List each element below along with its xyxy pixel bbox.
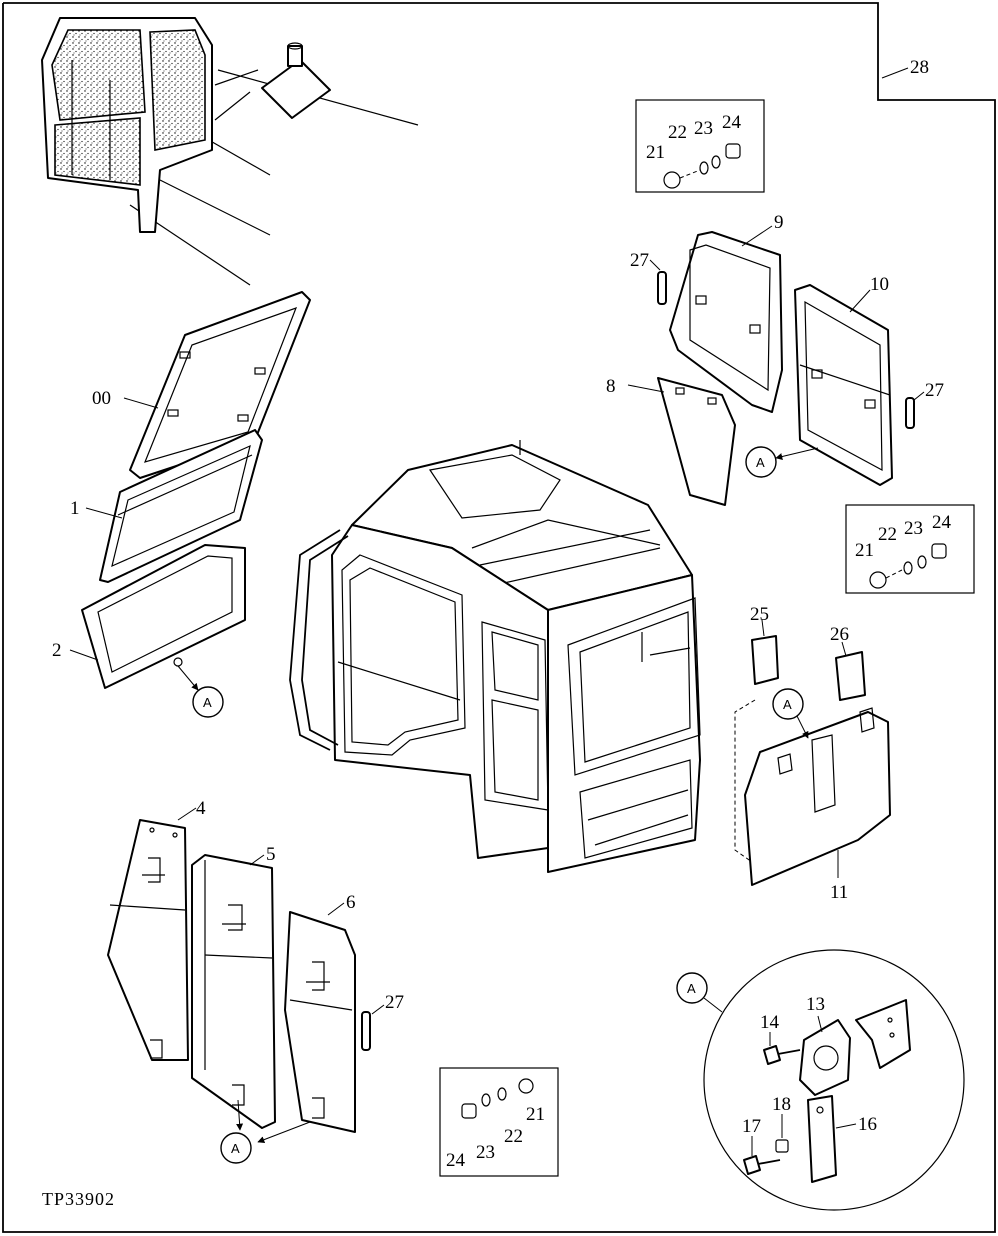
label-8: 8 — [606, 376, 665, 397]
panel-10 — [794, 284, 915, 486]
pad-26: 26 — [830, 624, 866, 701]
machine-overview — [41, 17, 419, 286]
panel-6 — [284, 911, 371, 1133]
fastener-group-right: 21 22 23 24 — [845, 504, 975, 594]
svg-text:22: 22 — [878, 524, 897, 545]
svg-text:1: 1 — [70, 498, 80, 519]
cab-assembly — [289, 440, 701, 873]
fastener-group-bottom: 24 23 22 21 — [439, 1067, 559, 1177]
svg-text:2: 2 — [52, 640, 62, 661]
svg-text:A: A — [687, 981, 696, 996]
panel-00 — [129, 291, 311, 479]
svg-text:A: A — [203, 695, 212, 710]
label-10: 10 — [849, 274, 889, 313]
pad-25: 25 — [750, 604, 779, 685]
panel-11: 11 A — [734, 688, 891, 903]
svg-text:17: 17 — [742, 1116, 761, 1137]
label-6: 6 — [327, 892, 356, 916]
svg-text:8: 8 — [606, 376, 616, 397]
svg-text:21: 21 — [526, 1104, 545, 1125]
fastener-group-top: 21 22 23 24 — [635, 99, 765, 193]
panel-4 — [107, 819, 189, 1061]
svg-text:21: 21 — [855, 540, 874, 561]
panel-2 — [81, 544, 246, 689]
label-4: 4 — [177, 798, 206, 821]
svg-text:23: 23 — [904, 518, 923, 539]
callout-a — [192, 686, 224, 718]
label-2: 2 A — [52, 640, 224, 718]
svg-text:27: 27 — [385, 992, 404, 1013]
panel-1 — [99, 429, 263, 583]
callout-a-upper: A — [745, 446, 819, 478]
svg-text:27: 27 — [630, 250, 649, 271]
svg-text:13: 13 — [806, 994, 825, 1015]
svg-text:A: A — [783, 697, 792, 712]
label-27-left: 27 — [630, 250, 661, 271]
svg-text:16: 16 — [858, 1114, 877, 1135]
svg-text:11: 11 — [830, 882, 848, 903]
svg-text:10: 10 — [870, 274, 889, 295]
panel-8 — [657, 377, 736, 506]
label-9: 9 — [741, 212, 784, 247]
callout-a-lower: A — [220, 1099, 311, 1164]
label-5: 5 — [249, 844, 276, 866]
svg-text:24: 24 — [446, 1150, 466, 1171]
svg-text:6: 6 — [346, 892, 356, 913]
svg-text:A: A — [756, 455, 765, 470]
label-00: 00 — [92, 388, 159, 409]
svg-text:00: 00 — [92, 388, 111, 409]
panel-5 — [191, 854, 276, 1129]
page-reference: 28 — [881, 57, 929, 79]
label-27-right: 27 — [913, 380, 944, 401]
svg-text:24: 24 — [722, 112, 742, 133]
label-1: 1 — [70, 498, 123, 519]
svg-text:25: 25 — [750, 604, 769, 625]
drawing-id: TP33902 — [42, 1189, 115, 1209]
svg-text:21: 21 — [646, 142, 665, 163]
svg-text:4: 4 — [196, 798, 206, 819]
svg-text:5: 5 — [266, 844, 276, 865]
svg-text:23: 23 — [476, 1142, 495, 1163]
svg-text:27: 27 — [925, 380, 944, 401]
svg-text:26: 26 — [830, 624, 849, 645]
detail-a: A 13 14 16 18 17 — [676, 949, 965, 1211]
label-27-lower: 27 — [371, 992, 404, 1015]
svg-text:22: 22 — [504, 1126, 523, 1147]
svg-text:24: 24 — [932, 512, 952, 533]
svg-text:9: 9 — [774, 212, 784, 233]
svg-text:18: 18 — [772, 1094, 791, 1115]
svg-text:22: 22 — [668, 122, 687, 143]
svg-text:14: 14 — [760, 1012, 780, 1033]
svg-text:A: A — [231, 1141, 240, 1156]
panel-9 — [657, 231, 783, 413]
page-reference-number: 28 — [910, 57, 929, 78]
svg-text:23: 23 — [694, 118, 713, 139]
